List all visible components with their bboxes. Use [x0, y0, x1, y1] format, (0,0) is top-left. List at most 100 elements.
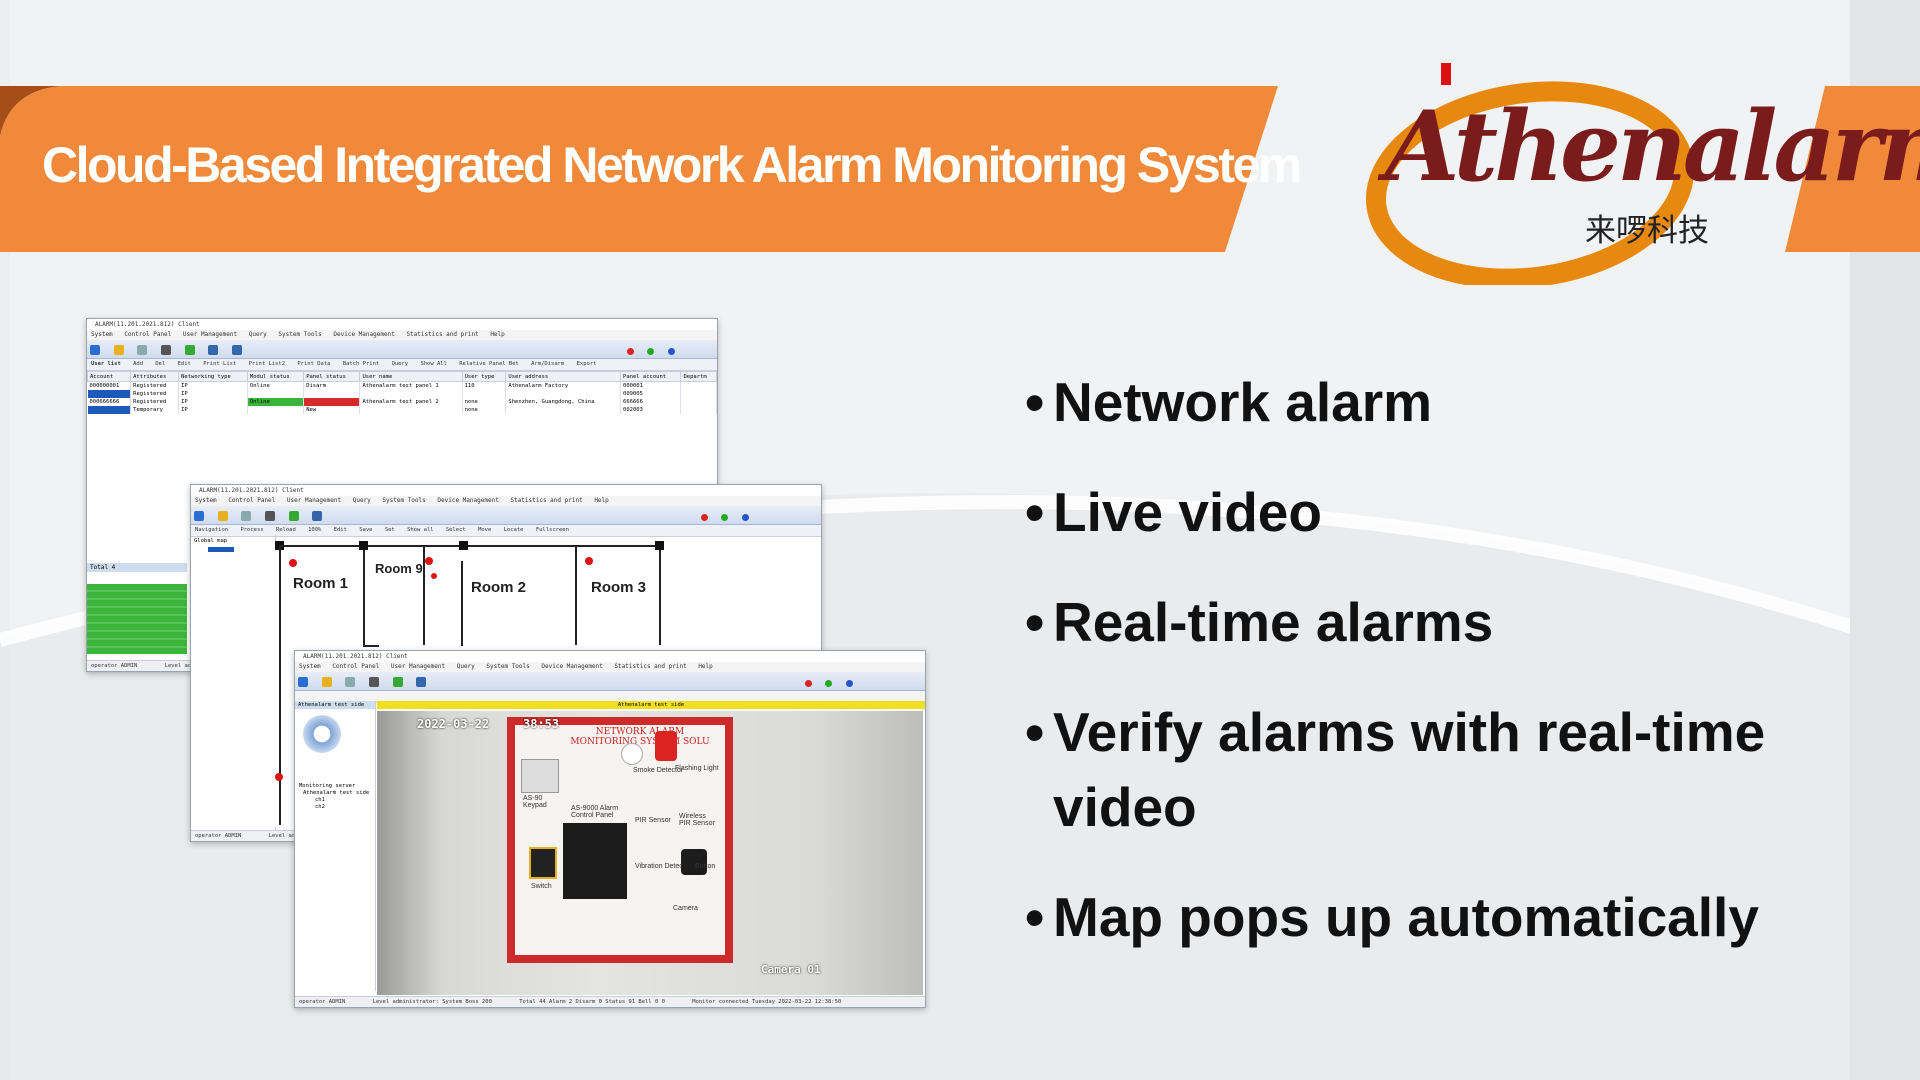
- tree-item[interactable]: Athenalarm test side: [303, 790, 370, 796]
- menu-item[interactable]: Query: [456, 663, 475, 670]
- del-button[interactable]: Del: [155, 361, 166, 367]
- grid-icon[interactable]: [298, 677, 308, 687]
- column-header[interactable]: User type: [461, 371, 507, 382]
- ptz-control-icon[interactable]: [303, 715, 341, 753]
- users-icon[interactable]: [160, 345, 171, 355]
- menu-item[interactable]: User Management: [286, 497, 342, 504]
- column-header[interactable]: Account: [87, 371, 132, 382]
- menu-item[interactable]: Control Panel: [124, 331, 172, 338]
- date-overlay: 2022-03-22: [417, 717, 490, 731]
- move-button[interactable]: Move: [478, 527, 492, 533]
- menu-item[interactable]: User Management: [182, 331, 238, 338]
- folder-icon[interactable]: [113, 345, 124, 355]
- relative-panel-button[interactable]: Relative Panel Bet: [459, 361, 519, 367]
- menu-item[interactable]: Control Panel: [228, 497, 276, 504]
- menu-item[interactable]: Device Management: [541, 663, 603, 670]
- map-icon[interactable]: [208, 345, 219, 355]
- tab-navigation[interactable]: Navigation: [195, 527, 229, 533]
- tree-item[interactable]: ch1: [315, 797, 325, 803]
- print-list-button[interactable]: Print List: [203, 361, 237, 367]
- add-button[interactable]: Add: [133, 361, 144, 367]
- menu-item[interactable]: Help: [698, 663, 713, 670]
- tree-node-selected[interactable]: [208, 547, 234, 552]
- cell: Athenalarm Factory: [505, 381, 622, 390]
- menu-item[interactable]: Query: [352, 497, 371, 504]
- menu-item[interactable]: System: [195, 497, 217, 504]
- menu-item[interactable]: Help: [594, 497, 609, 504]
- menu-item[interactable]: Statistics and print: [614, 663, 687, 670]
- room-1-label[interactable]: Room 1: [293, 575, 349, 592]
- arm-disarm-button[interactable]: Arm/Disarm: [531, 361, 565, 367]
- table-row[interactable]: 000000001 Registered IP Online Disarm At…: [87, 381, 717, 390]
- room-9-label[interactable]: Room 9: [375, 561, 423, 576]
- print-list2-button[interactable]: Print List2: [248, 361, 286, 367]
- reload-button[interactable]: Reload: [275, 527, 296, 533]
- locate-select[interactable]: Locate: [503, 527, 524, 533]
- menu-item[interactable]: System Tools: [382, 497, 426, 504]
- tree-item[interactable]: Monitoring server: [299, 783, 356, 789]
- query-button[interactable]: Query: [391, 361, 409, 367]
- globe-icon[interactable]: [392, 677, 403, 687]
- menu-item[interactable]: Query: [248, 331, 267, 338]
- video-tab[interactable]: Athenalarm test side: [295, 701, 375, 709]
- set-button[interactable]: Set: [384, 527, 395, 533]
- menu-item[interactable]: Control Panel: [332, 663, 380, 670]
- phone-icon[interactable]: [231, 345, 242, 355]
- folder-icon[interactable]: [321, 677, 332, 687]
- menu-item[interactable]: Device Management: [437, 497, 499, 504]
- camera-overlay: Camera 01: [761, 963, 821, 976]
- tree-root[interactable]: Global map: [194, 538, 228, 544]
- menu-item[interactable]: System Tools: [486, 663, 530, 670]
- tree-item[interactable]: ch2: [315, 804, 325, 810]
- menu-item[interactable]: Help: [490, 331, 505, 338]
- table-row[interactable]: Temporary IP New none 002003: [87, 406, 717, 414]
- cell: Athenalarm test panel 1: [359, 381, 463, 390]
- menu-item[interactable]: Statistics and print: [510, 497, 583, 504]
- column-header[interactable]: Attributes: [130, 371, 180, 382]
- show-all-button[interactable]: Show All: [420, 361, 447, 367]
- menu-item[interactable]: System: [91, 331, 113, 338]
- fullscreen-button[interactable]: Fullscreen: [535, 527, 569, 533]
- users-icon[interactable]: [264, 511, 275, 521]
- zoom-select[interactable]: 100%: [308, 527, 322, 533]
- column-header[interactable]: Panel status: [303, 371, 361, 382]
- tool-icon[interactable]: [345, 677, 356, 687]
- select-button[interactable]: Select: [445, 527, 466, 533]
- print-data-button[interactable]: Print Data: [297, 361, 331, 367]
- folder-icon[interactable]: [217, 511, 228, 521]
- column-header[interactable]: User address: [505, 371, 622, 382]
- menu-item[interactable]: Statistics and print: [406, 331, 479, 338]
- grid-icon[interactable]: [90, 345, 100, 355]
- globe-icon[interactable]: [184, 345, 195, 355]
- tab-process[interactable]: Process: [240, 527, 264, 533]
- alarm-log-rows[interactable]: [87, 584, 187, 654]
- menu-item[interactable]: Device Management: [333, 331, 395, 338]
- grid-icon[interactable]: [194, 511, 204, 521]
- column-header[interactable]: Modul status: [246, 371, 305, 382]
- table-row[interactable]: Registered IP 009005: [87, 390, 717, 398]
- menu-bar: System Control Panel User Management Que…: [295, 662, 925, 672]
- batch-print-button[interactable]: Batch Print: [342, 361, 380, 367]
- globe-icon[interactable]: [288, 511, 299, 521]
- edit-button[interactable]: Edit: [177, 361, 191, 367]
- live-video-feed[interactable]: NETWORK ALARM MONITORING SYSTEM SOLU Smo…: [377, 711, 923, 995]
- map-icon[interactable]: [312, 511, 323, 521]
- column-header[interactable]: Panel account: [620, 371, 682, 382]
- menu-item[interactable]: User Management: [390, 663, 446, 670]
- column-header[interactable]: Networking type: [178, 371, 248, 382]
- tool-icon[interactable]: [137, 345, 148, 355]
- tool-icon[interactable]: [241, 511, 252, 521]
- table-row[interactable]: 000666666 Registered IP Online Athenalar…: [87, 398, 717, 406]
- menu-item[interactable]: System Tools: [278, 331, 322, 338]
- column-header[interactable]: User name: [359, 371, 463, 382]
- show-all-button[interactable]: Show all: [407, 527, 434, 533]
- save-button[interactable]: Save: [359, 527, 373, 533]
- room-2-label[interactable]: Room 2: [471, 579, 527, 596]
- export-button[interactable]: Export: [576, 361, 597, 367]
- map-icon[interactable]: [416, 677, 427, 687]
- room-3-label[interactable]: Room 3: [591, 579, 647, 596]
- edit-button[interactable]: Edit: [333, 527, 347, 533]
- menu-item[interactable]: System: [299, 663, 321, 670]
- users-icon[interactable]: [368, 677, 379, 687]
- column-header[interactable]: Departm: [680, 371, 717, 382]
